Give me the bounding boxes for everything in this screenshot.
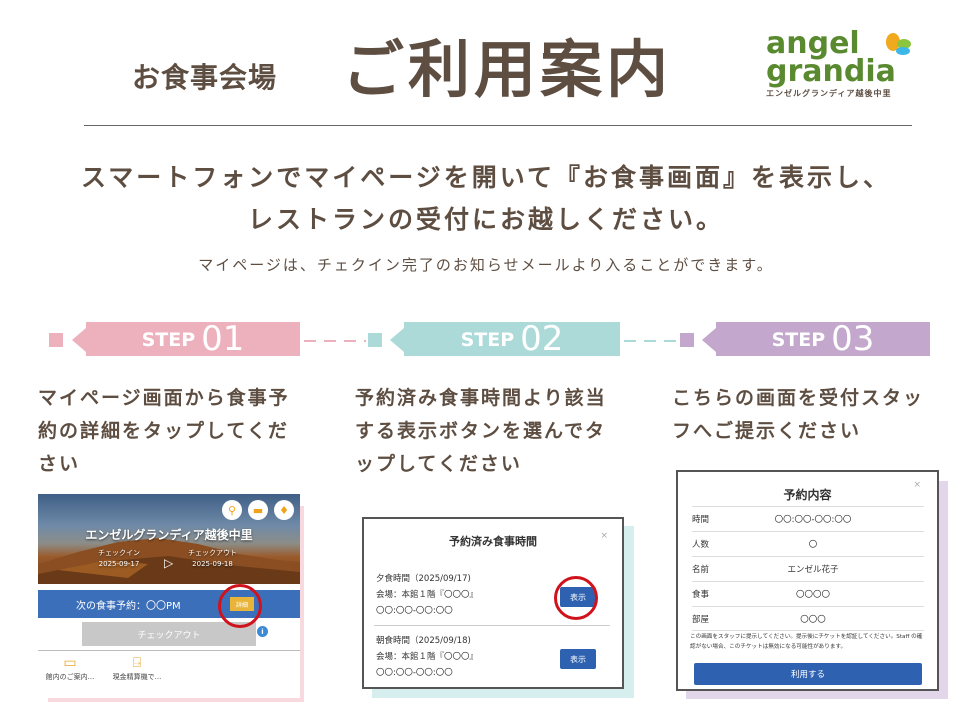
show-button-breakfast[interactable]: 表示 [560,649,596,669]
menu-item-cash-machine[interactable]: ⍈ 現金精算機で... [102,654,172,682]
key-icon[interactable]: ⚲ [222,500,242,520]
detail-row-room: 部屋 〇〇〇 [692,606,924,631]
use-button[interactable]: 利用する [694,663,922,685]
divider [374,625,610,626]
meal-venue: 会場：本館１階『〇〇〇』 [376,652,479,662]
row-key: 時間 [692,515,710,525]
checkin-date: 2025-09-17 [98,560,140,568]
step2-label: STEP [460,329,515,351]
intro-line-2: レストランの受付にお越しください。 [247,205,724,234]
step1-marker [49,333,63,347]
step2-number: 02 [520,319,564,359]
step1-banner: STEP 01 [86,319,300,359]
meal-venue: 会場：本館１階『〇〇〇』 [376,590,479,600]
row-key: 人数 [692,540,710,550]
menu-item-label: 現金精算機で... [112,673,162,681]
arrow-right-icon: ▷ [164,556,174,570]
step3-arrow [702,328,716,352]
menu-item-label: 館内のご案内... [45,673,95,681]
step3-marker [680,333,694,347]
checkout-info: チェックアウト 2025-09-18 [188,548,237,570]
intro-note: マイページは、チェクイン完了のお知らせメールより入ることができます。 [198,256,774,274]
intro-line-1: スマートフォンでマイページを開いて『お食事画面』を表示し、 [80,163,891,192]
dialog-title: 予約済み食事時間 [449,535,537,548]
step1-arrow [72,328,86,352]
page-title: ご利用案内 [342,33,673,106]
step1-text-line: マイページ画面から食事予 [38,387,290,409]
checkout-button[interactable]: チェックアウト [82,622,256,646]
step2-marker [368,333,382,347]
row-value: 〇〇〇 [800,614,826,625]
step3-text-line: こちらの画面を受付スタッ [672,387,925,409]
butterfly-leaf-icon [886,33,911,55]
step1-text-line: さい [38,453,81,475]
row-value: 〇 [808,540,818,550]
detail-row-name: 名前 エンゼル花子 [692,556,924,581]
step1-text-line: 約の詳細をタップしてくだ [38,420,289,442]
brand-logo: angel grandia エンゼルグランディア越後中里 [766,26,916,102]
next-meal-text: 次の食事予約：〇〇PM [76,600,181,612]
checkout-label: チェックアウト [188,549,237,557]
row-key: 部屋 [692,614,710,625]
meal-time: 〇〇:〇〇-〇〇:〇〇 [376,668,453,678]
step2-description: 予約済み食事時間より該当 する表示ボタンを選んでタ ップしてください [355,382,645,481]
step2-text-line: 予約済み食事時間より該当 [355,387,607,409]
meal-entry-breakfast: 朝食時間（2025/09/18) 会場：本館１階『〇〇〇』 〇〇:〇〇-〇〇:〇… [376,633,478,681]
checkin-label: チェックイン [98,549,140,557]
step3-description: こちらの画面を受付スタッ フへご提示ください [672,382,962,448]
guide-icon: ▭ [63,655,77,671]
page-subtitle: お食事会場 [132,61,278,94]
hotel-name: エンゼルグランディア越後中里 [85,528,253,542]
logo-text-line2: grandia [766,54,896,89]
row-key: 名前 [692,565,710,575]
ticket-icon[interactable]: ▬ [248,500,268,520]
logo-subtext: エンゼルグランディア越後中里 [766,89,892,98]
detail-row-people: 人数 〇 [692,531,924,556]
row-key: 食事 [692,590,710,600]
mountain-image [38,538,300,584]
close-icon[interactable]: × [913,480,921,490]
meal-name: 朝食時間（2025/09/18) [376,636,471,646]
door-exit-icon: ⍈ [132,655,142,671]
highlight-circle-show [554,576,598,620]
step-connector-1 [304,340,366,342]
step3-banner: STEP 03 [716,319,930,359]
step-connector-2 [624,340,678,342]
meal-time: 〇〇:〇〇-〇〇:〇〇 [376,606,453,616]
header-icons: ⚲ ▬ ♦ [222,500,294,520]
info-icon[interactable]: i [257,626,268,637]
bell-icon[interactable]: ♦ [274,500,294,520]
header-divider [84,125,912,126]
meal-name: 夕食時間（2025/09/17) [376,574,471,584]
dialog-title: 予約内容 [783,488,832,502]
close-icon[interactable]: × [600,531,608,541]
highlight-circle-detail [218,584,262,628]
detail-row-meal: 食事 〇〇〇〇 [692,581,924,606]
staff-note: この画面をスタッフに提示してください。提示後にチケットを認証してください。Sta… [690,634,923,650]
step1-label: STEP [141,329,196,351]
step2-banner: STEP 02 [404,319,620,359]
meal-entry-dinner: 夕食時間（2025/09/17) 会場：本館１階『〇〇〇』 〇〇:〇〇-〇〇:〇… [376,571,478,619]
step3-label: STEP [771,329,826,351]
step2-text-line: ップしてください [355,453,522,475]
step2-arrow [390,328,404,352]
step2-text-line: する表示ボタンを選んでタ [355,420,607,442]
hotel-hero-image: ⚲ ▬ ♦ エンゼルグランディア越後中里 チェックイン 2025-09-17 ▷… [38,494,300,584]
divider [38,650,300,651]
logo-text-line1: angel [766,26,860,61]
step3-number: 03 [831,319,875,359]
step3-text-line: フへご提示ください [672,420,862,442]
row-value: エンゼル花子 [787,565,839,575]
step1-description: マイページ画面から食事予 約の詳細をタップしてくだ さい [38,382,328,481]
step1-number: 01 [201,319,245,359]
checkin-info: チェックイン 2025-09-17 [98,548,140,570]
mypage-screen: ⚲ ▬ ♦ エンゼルグランディア越後中里 チェックイン 2025-09-17 ▷… [38,494,300,698]
row-value: 〇〇:〇〇-〇〇:〇〇 [774,515,852,525]
checkout-date: 2025-09-18 [192,560,233,568]
row-value: 〇〇〇〇 [795,590,830,600]
detail-row-time: 時間 〇〇:〇〇-〇〇:〇〇 [692,506,924,531]
menu-item-guide[interactable]: ▭ 館内のご案内... [38,654,105,682]
reservation-details-dialog: 予約内容 × 時間 〇〇:〇〇-〇〇:〇〇 人数 〇 名前 エンゼル花子 食事 … [676,470,939,691]
